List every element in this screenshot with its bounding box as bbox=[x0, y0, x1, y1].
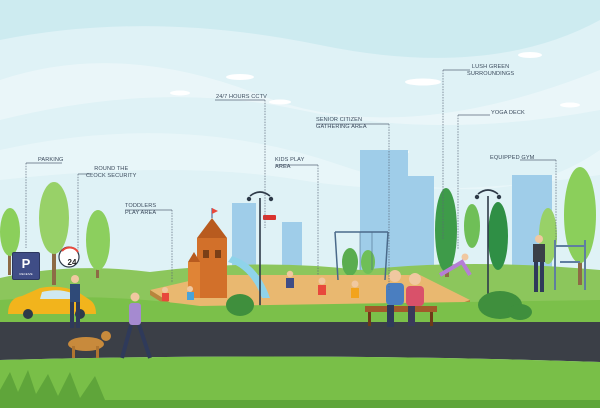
parking-sign-subtitle: RECEIVE bbox=[19, 272, 33, 276]
label-gym: EQUIPPED GYM bbox=[490, 155, 535, 161]
parking-sign-letter: P bbox=[21, 256, 31, 271]
kids bbox=[162, 270, 359, 301]
label-green-line2: SURROUNDINGS bbox=[467, 70, 515, 77]
security-guard bbox=[70, 275, 80, 328]
label-toddlers: TODDLERS PLAY AREA bbox=[125, 203, 156, 216]
label-kids: KIDS PLAY AREA bbox=[275, 157, 304, 170]
grass-blades bbox=[0, 370, 600, 408]
label-security-line2: CLOCK SECURITY bbox=[86, 172, 137, 179]
cctv-camera bbox=[263, 215, 276, 220]
label-security: ROUND THE CLOCK SECURITY bbox=[86, 166, 137, 179]
bushes bbox=[226, 291, 532, 320]
lamp-heads bbox=[246, 194, 502, 202]
grass bbox=[0, 297, 600, 330]
yoga-person bbox=[438, 253, 472, 277]
label-senior-line2: GATHERING AREA bbox=[316, 123, 367, 130]
label-senior-line1: SENIOR CITIZEN bbox=[316, 117, 363, 123]
label-toddlers-line2: PLAY AREA bbox=[125, 209, 157, 216]
gym-equipment bbox=[554, 240, 586, 290]
foreground-grass bbox=[0, 356, 600, 408]
sky-band bbox=[0, 0, 600, 58]
label-cctv: 24/7 HOURS CCTV bbox=[216, 94, 267, 100]
swing-frame bbox=[334, 231, 389, 281]
clock-hours: 24 bbox=[67, 258, 77, 267]
label-green-line1: LUSH GREEN bbox=[471, 64, 510, 70]
label-yoga: YOGA DECK bbox=[491, 110, 525, 116]
gym-person bbox=[533, 235, 545, 292]
senior-citizens-bench bbox=[365, 270, 437, 327]
label-ticks bbox=[26, 69, 556, 211]
sky-swirl bbox=[0, 63, 600, 125]
label-senior: SENIOR CITIZEN GATHERING AREA bbox=[316, 117, 367, 130]
clock-arc bbox=[61, 246, 79, 253]
walking-person bbox=[120, 292, 152, 359]
sky-swirl bbox=[0, 133, 600, 190]
label-parking: PARKING bbox=[38, 157, 64, 163]
label-leader-lines bbox=[25, 70, 557, 290]
dog bbox=[68, 331, 111, 358]
parking-sign: P RECEIVE bbox=[12, 252, 40, 280]
label-green: LUSH GREEN SURROUNDINGS bbox=[467, 64, 514, 77]
label-security-line1: ROUND THE bbox=[94, 166, 129, 172]
label-kids-line2: AREA bbox=[275, 163, 291, 170]
label-kids-line1: KIDS PLAY bbox=[275, 157, 305, 163]
label-toddlers-line1: TODDLERS bbox=[125, 203, 157, 209]
